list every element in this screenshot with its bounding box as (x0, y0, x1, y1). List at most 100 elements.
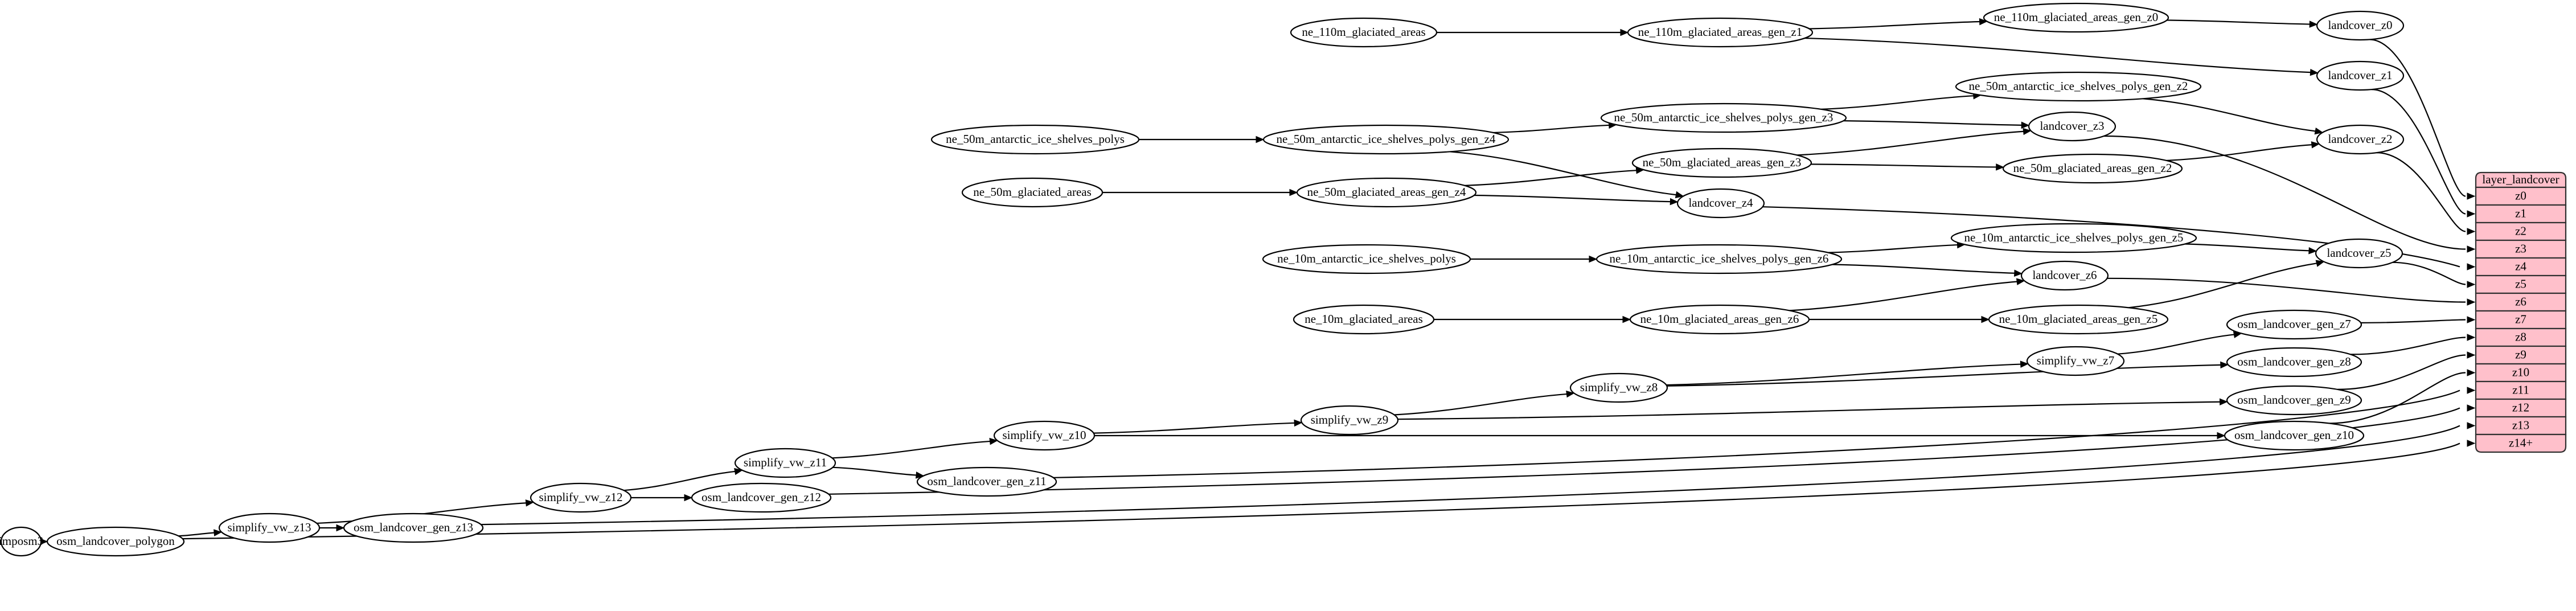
node-landcover_z0[interactable]: landcover_z0 (2316, 10, 2405, 41)
arrow-head (1981, 315, 1990, 323)
table-row-z2[interactable] (2475, 222, 2567, 241)
node-ne_50m_glaciated_areas[interactable]: ne_50m_glaciated_areas (961, 177, 1104, 208)
node-ne_50m_glaciated_areas_gen_z3[interactable]: ne_50m_glaciated_areas_gen_z3 (1631, 147, 1812, 178)
edge-simplify_vw_z7-to-osm_landcover_gen_z7 (2117, 334, 2235, 355)
arrow-head (1622, 315, 1631, 323)
arrow-head (2021, 121, 2030, 129)
node-ne_50m_antarctic_ice_shelves_polys[interactable]: ne_50m_antarctic_ice_shelves_polys (930, 124, 1140, 155)
node-simplify_vw_z13[interactable]: simplify_vw_z13 (218, 512, 321, 543)
node-label: landcover_z5 (2327, 246, 2391, 260)
node-ne_110m_glaciated_areas_gen_z0[interactable]: ne_110m_glaciated_areas_gen_z0 (1983, 2, 2169, 33)
node-shape (1627, 17, 1814, 48)
node-osm_landcover_gen_z12[interactable]: osm_landcover_gen_z12 (691, 482, 832, 513)
node-ne_110m_glaciated_areas[interactable]: ne_110m_glaciated_areas (1290, 17, 1438, 48)
node-shape (734, 448, 836, 478)
edge-landcover_z6-to-layer_landcover_z6 (2107, 277, 2466, 303)
node-shape (2315, 238, 2403, 269)
node-osm_landcover_gen_z11[interactable]: osm_landcover_gen_z11 (916, 466, 1057, 497)
arrow-head (2016, 278, 2025, 285)
node-label: ne_110m_glaciated_areas_gen_z0 (1994, 10, 2158, 24)
node-osm_landcover_gen_z13[interactable]: osm_landcover_gen_z13 (343, 512, 484, 543)
node-label: imposm3 (0, 534, 43, 548)
arrow-head (2467, 192, 2476, 200)
node-label: ne_50m_antarctic_ice_shelves_polys_gen_z… (1614, 110, 1833, 124)
node-ne_50m_glaciated_areas_gen_z4[interactable]: ne_50m_glaciated_areas_gen_z4 (1296, 177, 1477, 208)
node-ne_10m_antarctic_ice_shelves_polys_gen_z5[interactable]: ne_10m_antarctic_ice_shelves_polys_gen_z… (1950, 223, 2197, 253)
node-simplify_vw_z12[interactable]: simplify_vw_z12 (530, 482, 632, 513)
node-ne_10m_glaciated_areas[interactable]: ne_10m_glaciated_areas (1293, 304, 1435, 335)
node-label: simplify_vw_z7 (2037, 354, 2115, 367)
node-landcover_z4[interactable]: landcover_z4 (1676, 188, 1765, 219)
arrow-head (2014, 269, 2023, 277)
node-osm_landcover_gen_z9[interactable]: osm_landcover_gen_z9 (2226, 385, 2362, 416)
node-osm_landcover_gen_z7[interactable]: osm_landcover_gen_z7 (2226, 309, 2362, 340)
node-simplify_vw_z8[interactable]: simplify_vw_z8 (1569, 372, 1668, 403)
node-label: ne_50m_glaciated_areas_gen_z3 (1643, 155, 1802, 169)
node-simplify_vw_z10[interactable]: simplify_vw_z10 (993, 420, 1096, 451)
node-landcover_z2[interactable]: landcover_z2 (2316, 124, 2405, 155)
node-simplify_vw_z11[interactable]: simplify_vw_z11 (734, 448, 836, 478)
arrow-head (2314, 127, 2324, 135)
node-shape (1300, 405, 1399, 436)
node-landcover_z1[interactable]: landcover_z1 (2316, 60, 2405, 91)
node-osm_landcover_polygon[interactable]: osm_landcover_polygon (46, 526, 185, 557)
node-ne_50m_glaciated_areas_gen_z2[interactable]: ne_50m_glaciated_areas_gen_z2 (2002, 153, 2183, 184)
arrow-head (2467, 245, 2476, 253)
node-simplify_vw_z7[interactable]: simplify_vw_z7 (2026, 346, 2125, 376)
table-row-z7[interactable] (2475, 310, 2567, 330)
table-row-z14plus[interactable] (2475, 433, 2567, 453)
node-shape (1296, 177, 1477, 208)
table-row-label: z6 (2515, 294, 2526, 308)
arrow-head (2467, 298, 2476, 306)
table-row-z11[interactable] (2475, 380, 2567, 400)
node-label: osm_landcover_gen_z9 (2237, 393, 2351, 407)
node-osm_landcover_gen_z8[interactable]: osm_landcover_gen_z8 (2226, 347, 2362, 378)
node-ne_50m_antarctic_ice_shelves_polys_gen_z2[interactable]: ne_50m_antarctic_ice_shelves_polys_gen_z… (1955, 71, 2202, 102)
node-ne_10m_antarctic_ice_shelves_polys[interactable]: ne_10m_antarctic_ice_shelves_polys (1262, 244, 1471, 274)
node-label: osm_landcover_gen_z13 (354, 520, 473, 534)
node-osm_landcover_gen_z10[interactable]: osm_landcover_gen_z10 (2224, 420, 2365, 451)
table-row-z10[interactable] (2475, 363, 2567, 383)
node-landcover_z3[interactable]: landcover_z3 (2028, 111, 2116, 142)
node-ne_110m_glaciated_areas_gen_z1[interactable]: ne_110m_glaciated_areas_gen_z1 (1627, 17, 1814, 48)
node-shape (2002, 153, 2183, 184)
node-ne_10m_antarctic_ice_shelves_polys_gen_z6[interactable]: ne_10m_antarctic_ice_shelves_polys_gen_z… (1595, 244, 1843, 274)
node-imposm3[interactable]: imposm3 (0, 526, 43, 557)
node-shape (930, 124, 1140, 155)
edge-ne_50m_glaciated_areas_gen_z3-to-landcover_z3 (1796, 130, 2024, 156)
table-row-z13[interactable] (2475, 416, 2567, 436)
node-ne_10m_glaciated_areas_gen_z5[interactable]: ne_10m_glaciated_areas_gen_z5 (1988, 304, 2169, 335)
arrow-head (684, 494, 693, 502)
node-ne_10m_glaciated_areas_gen_z6[interactable]: ne_10m_glaciated_areas_gen_z6 (1629, 304, 1810, 335)
table-row-label: z5 (2515, 277, 2526, 290)
edge-ne_50m_antarctic_ice_shelves_polys_gen_z3-to-ne_50m_antarctic_ice_shelves_polys_gen_z2 (1821, 95, 1974, 110)
node-shape (2316, 60, 2405, 91)
layer-landcover-table[interactable]: layer_landcoverz0z1z2z3z4z5z6z7z8z9z10z1… (2475, 171, 2567, 453)
table-row-z1[interactable] (2475, 204, 2567, 224)
node-shape (1988, 304, 2169, 335)
node-label: simplify_vw_z10 (1003, 428, 1086, 442)
node-shape (1262, 124, 1509, 155)
edge-simplify_vw_z9-to-simplify_vw_z8 (1394, 393, 1568, 416)
table-row-z6[interactable] (2475, 292, 2567, 312)
node-landcover_z6[interactable]: landcover_z6 (2020, 260, 2109, 291)
edge-simplify_vw_z11-to-osm_landcover_gen_z11 (832, 466, 917, 476)
node-simplify_vw_z9[interactable]: simplify_vw_z9 (1300, 405, 1399, 436)
table-row-z3[interactable] (2475, 239, 2567, 259)
edge-simplify_vw_z12-to-simplify_vw_z11 (624, 470, 736, 491)
node-landcover_z5[interactable]: landcover_z5 (2315, 238, 2403, 269)
arrow-head (2308, 247, 2317, 255)
node-ne_50m_antarctic_ice_shelves_polys_gen_z4[interactable]: ne_50m_antarctic_ice_shelves_polys_gen_z… (1262, 124, 1509, 155)
node-ne_50m_antarctic_ice_shelves_polys_gen_z3[interactable]: ne_50m_antarctic_ice_shelves_polys_gen_z… (1600, 102, 1847, 133)
edge-ne_110m_glaciated_areas_gen_z0-to-landcover_z0 (2167, 19, 2311, 25)
edge-osm_landcover_gen_z10-to-layer_landcover_z10 (2329, 372, 2466, 424)
table-row-label: z3 (2515, 241, 2526, 255)
arrow-head (2467, 422, 2476, 429)
table-row-z4[interactable] (2475, 257, 2567, 277)
arrow-head (1289, 188, 1298, 196)
table-row-z8[interactable] (2475, 327, 2567, 347)
node-shape (2316, 124, 2405, 155)
edge-ne_50m_glaciated_areas_gen_z3-to-ne_50m_glaciated_areas_gen_z2 (1811, 163, 1997, 168)
node-label: landcover_z4 (1688, 196, 1753, 210)
